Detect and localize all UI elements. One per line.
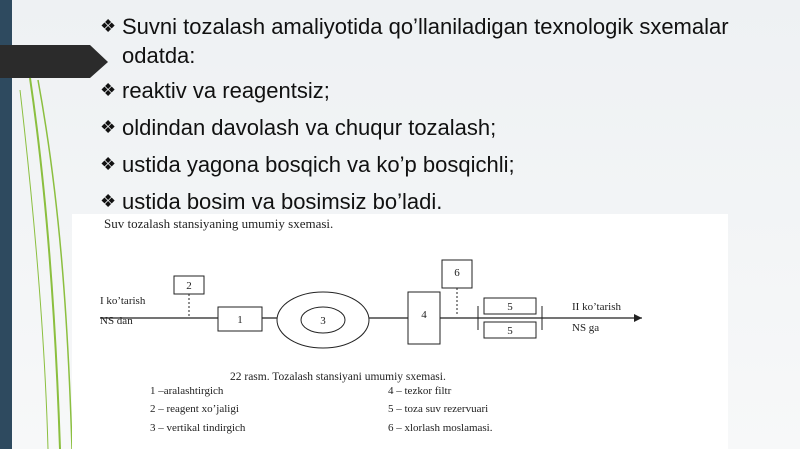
- legend-item: 6 – xlorlash moslamasi.: [388, 422, 493, 434]
- box-1-label: 1: [237, 314, 243, 326]
- box-5-bottom: [483, 321, 537, 339]
- slide-tab-shape: [0, 45, 108, 78]
- box-5-bottom-label: 5: [507, 325, 513, 337]
- green-curve-2: [37, 79, 73, 449]
- bullet-text: oldindan davolash va chuqur tozalash;: [122, 115, 497, 140]
- bullet-text: Suvni tozalash amaliyotida qo’llaniladig…: [122, 14, 729, 68]
- scheme-diagram: Suv tozalash stansiyaning umumiy sxemasi…: [72, 214, 728, 449]
- box-2-label: 2: [186, 280, 192, 292]
- bullet-item: ❖ Suvni tozalash amaliyotida qo’llanilad…: [100, 12, 740, 70]
- flow-arrow-icon: [634, 314, 642, 322]
- box-5-top: [483, 297, 537, 315]
- bullet-text: ustida yagona bosqich va ko’p bosqichli;: [122, 152, 515, 177]
- bullet-list: ❖ Suvni tozalash amaliyotida qo’llanilad…: [100, 12, 740, 224]
- legend-item: 3 – vertikal tindirgich: [150, 422, 246, 434]
- box-6: [441, 259, 473, 289]
- left-label-1: I ko’tarish: [100, 295, 146, 307]
- diamond-bullet-icon: ❖: [100, 16, 117, 36]
- box-4: [407, 291, 441, 345]
- diamond-bullet-icon: ❖: [100, 117, 117, 137]
- box-5-top-label: 5: [507, 301, 513, 313]
- left-label-2: NS dan: [100, 315, 133, 327]
- bullet-item: ❖ oldindan davolash va chuqur tozalash;: [100, 113, 740, 142]
- clarifier-inner: [300, 306, 346, 334]
- diamond-bullet-icon: ❖: [100, 191, 117, 211]
- green-curve-3: [19, 89, 49, 449]
- box-3-label: 3: [320, 315, 326, 327]
- bullet-item: ❖ ustida yagona bosqich va ko’p bosqichl…: [100, 150, 740, 179]
- diamond-bullet-icon: ❖: [100, 80, 117, 100]
- bullet-text: ustida bosim va bosimsiz bo’ladi.: [122, 189, 443, 214]
- green-curve-1: [29, 77, 61, 449]
- legend-item: 4 – tezkor filtr: [388, 385, 452, 397]
- legend-item: 2 – reagent xo’jaligi: [150, 403, 239, 415]
- figure-caption: 22 rasm. Tozalash stansiyani umumiy sxem…: [230, 371, 446, 383]
- box-1: [217, 306, 263, 332]
- box-4-label: 4: [421, 309, 427, 321]
- bullet-item: ❖ ustida bosim va bosimsiz bo’ladi.: [100, 187, 740, 216]
- box-6-label: 6: [454, 267, 460, 279]
- diamond-bullet-icon: ❖: [100, 154, 117, 174]
- legend-item: 5 – toza suv rezervuari: [388, 403, 488, 415]
- slide-side-bar: [0, 0, 12, 449]
- bullet-item: ❖ reaktiv va reagentsiz;: [100, 76, 740, 105]
- legend-item: 1 –aralashtirgich: [150, 385, 224, 397]
- right-label-1: II ko’tarish: [572, 301, 621, 313]
- bullet-text: reaktiv va reagentsiz;: [122, 78, 330, 103]
- right-label-2: NS ga: [572, 322, 599, 334]
- diagram-heading: Suv tozalash stansiyaning umumiy sxemasi…: [104, 216, 333, 231]
